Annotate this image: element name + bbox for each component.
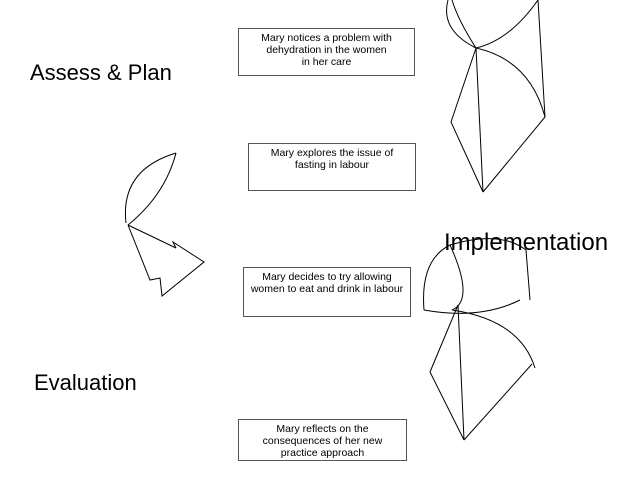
step-text-4: Mary reflects on the consequences of her…: [262, 423, 383, 459]
step-box-1: Mary notices a problem with dehydration …: [238, 28, 415, 76]
stage-implementation: Implementation: [444, 229, 609, 256]
stage-evaluation: Evaluation: [34, 370, 137, 395]
step-box-4: Mary reflects on the consequences of her…: [238, 419, 407, 461]
step-box-3: Mary decides to try allowing women to ea…: [243, 267, 411, 317]
step-box-2: Mary explores the issue of fasting in la…: [248, 143, 416, 191]
stage-assess-plan: Assess & Plan: [30, 60, 172, 85]
arrow-shape-left: [124, 152, 205, 297]
step-text-2: Mary explores the issue of fasting in la…: [270, 147, 394, 171]
step-text-1: Mary notices a problem with dehydration …: [261, 32, 392, 68]
arrow-shape-bottom-right: [423, 238, 536, 441]
step-text-3: Mary decides to try allowing women to ea…: [250, 271, 404, 295]
arrow-shape-top-right: [446, 0, 546, 193]
